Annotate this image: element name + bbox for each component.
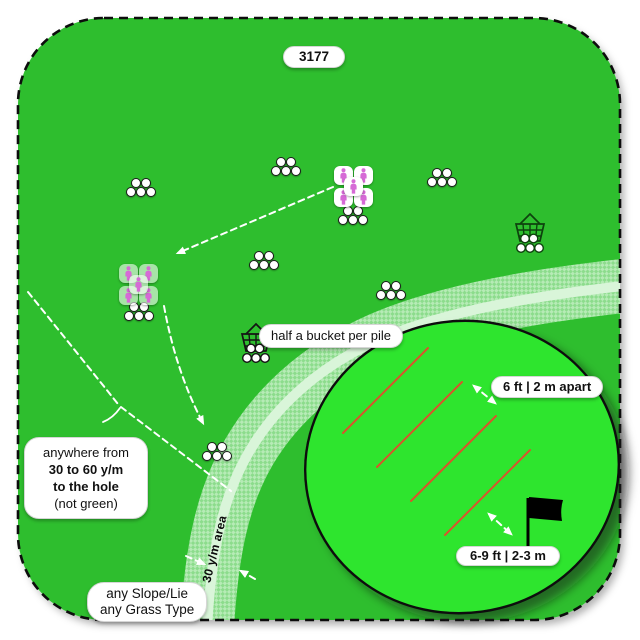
green-rows <box>342 347 531 536</box>
thirty-ym-band <box>179 256 620 620</box>
ball-row-line <box>410 415 497 502</box>
distance-note-line2: 30 to 60 y/m <box>48 462 124 477</box>
distance-note-line3: to the hole <box>53 479 119 494</box>
surface-note-line1: any Slope/Lie <box>106 586 189 601</box>
band-width-arrow-left <box>185 555 207 566</box>
distance-note-line4: (not green) <box>54 496 118 511</box>
measure-path-lower <box>120 406 232 492</box>
measure-path-upper <box>27 291 119 405</box>
green-annotations <box>472 384 513 536</box>
arrow-to-left-pile <box>175 186 334 254</box>
measure-corner-tick <box>102 407 121 423</box>
flag-icon <box>526 497 563 547</box>
row-spacing-arrow <box>472 384 497 405</box>
distance-note-line1: anywhere from <box>43 445 129 460</box>
band-stripe <box>201 278 620 620</box>
arrow-to-bottom-pile <box>163 305 205 426</box>
ball-row-line <box>444 449 531 536</box>
fairway-annotations <box>27 186 334 580</box>
surface-note-line2: any Grass Type <box>100 602 195 617</box>
bucket-note-label: half a bucket per pile <box>259 324 403 348</box>
field-dashed-border <box>16 16 622 622</box>
surface-note-box: any Slope/Lie any Grass Type <box>87 582 208 622</box>
row-spacing-label: 6 ft | 2 m apart <box>491 376 604 398</box>
hole-distance-arrow <box>487 512 513 536</box>
hole-distance-label: 6-9 ft | 2-3 m <box>456 546 560 566</box>
ball-row-line <box>342 347 429 434</box>
flag-banner <box>529 497 563 521</box>
band-width-arrow-right <box>238 569 256 580</box>
distance-note-box: anywhere from 30 to 60 y/m to the hole (… <box>24 437 148 519</box>
drill-number-badge: 3177 <box>283 46 346 68</box>
ball-row-line <box>376 381 463 468</box>
